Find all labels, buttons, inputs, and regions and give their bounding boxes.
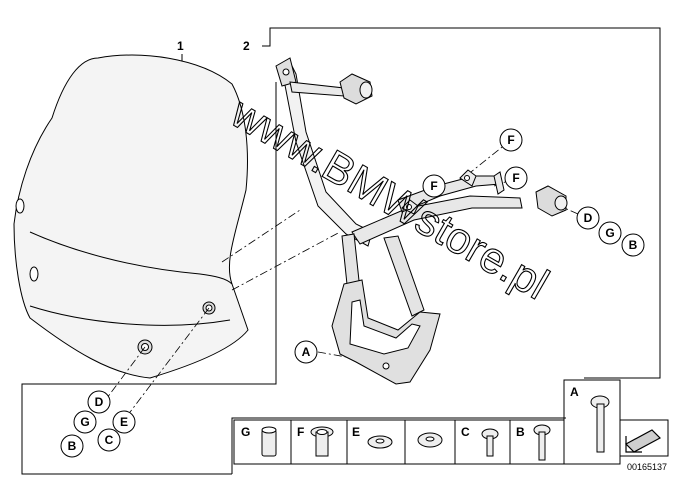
bracket: [275, 57, 568, 385]
legend-label-g: G: [241, 425, 250, 439]
windscreen-slot-upper: [15, 198, 25, 214]
align-line-screen-d: [103, 346, 146, 403]
arrow-icon: [625, 429, 661, 453]
bracket-cross-bar: [351, 195, 523, 245]
callout-f-right: F: [512, 171, 519, 185]
bracket-right-rod: [493, 171, 505, 195]
part-1-frame: [21, 82, 277, 475]
callout-b: B: [629, 238, 638, 252]
part-2-frame: [262, 27, 661, 379]
part-grommet: [417, 432, 443, 448]
callout-g-circle: [598, 221, 622, 245]
part-number-2: 2: [243, 39, 250, 53]
legend-parts: [261, 395, 610, 461]
align-line-screen-e: [123, 307, 210, 421]
legend-table-frame: [233, 419, 565, 465]
part-a-screw: [590, 395, 610, 453]
bracket-right-clamp-end: [554, 195, 568, 211]
bracket-plate-hole: [382, 362, 390, 370]
windscreen-lower-fold: [29, 305, 231, 326]
callout-screen-g: G: [80, 415, 89, 429]
legend-frame: [231, 417, 566, 474]
callout-d: D: [584, 211, 593, 225]
legend-table: [233, 379, 669, 465]
part-c-screw: [481, 428, 499, 457]
callout-screen-e-circle: [112, 410, 136, 434]
callout-screen-d-circle: [87, 390, 111, 414]
callout-screen-g-circle: [73, 410, 97, 434]
arrow-box-frame: [619, 419, 669, 457]
bracket-leg-right: [383, 235, 425, 317]
part-e-washer: [367, 435, 393, 449]
callout-f-top: F: [507, 133, 514, 147]
bracket-lug-left-hole: [406, 204, 412, 210]
panel-frames: [21, 27, 661, 475]
callout-f-right-circle: [504, 166, 528, 190]
bracket-top-eye-hole: [282, 68, 290, 76]
callout-screen-b-circle: [60, 434, 84, 458]
legend-label-b: B: [516, 425, 525, 439]
bracket-top-bolt-end: [359, 81, 373, 99]
bracket-lug-right-hole: [464, 175, 470, 181]
windscreen-inner-fold: [29, 231, 233, 285]
callout-screen-c: C: [105, 433, 114, 447]
legend-label-a: A: [570, 385, 579, 399]
legend-label-f: F: [297, 425, 304, 439]
windscreen: [13, 54, 249, 379]
callout-f-left: F: [430, 179, 437, 193]
callout-screen-c-circle: [97, 428, 121, 452]
callout-screen-e: E: [120, 415, 128, 429]
callout-a-circle: [294, 340, 318, 364]
callout-screen-b: B: [68, 439, 77, 453]
windscreen-slot-lower: [29, 266, 39, 282]
align-line-f-top: [465, 139, 512, 177]
legend-label-c: C: [461, 425, 470, 439]
part-b-screw: [533, 424, 551, 461]
windscreen-outline: [13, 54, 249, 379]
callout-g: G: [605, 226, 614, 240]
align-line-screen-bracket-2: [231, 231, 341, 291]
legend-label-e: E: [352, 425, 360, 439]
callout-f-top-circle: [499, 128, 523, 152]
callout-a: A: [302, 345, 311, 359]
drawing-number: 00165137: [627, 462, 667, 472]
part-f-bushing: [310, 426, 334, 457]
callout-f-left-circle: [422, 174, 446, 198]
callout-d-circle: [576, 206, 600, 230]
part-g-sleeve: [261, 426, 277, 457]
callout-b-circle: [621, 233, 645, 257]
callout-screen-d: D: [95, 395, 104, 409]
part-number-1: 1: [177, 39, 184, 53]
bracket-mount-plate-cutout: [349, 299, 421, 355]
callouts: [60, 128, 645, 458]
